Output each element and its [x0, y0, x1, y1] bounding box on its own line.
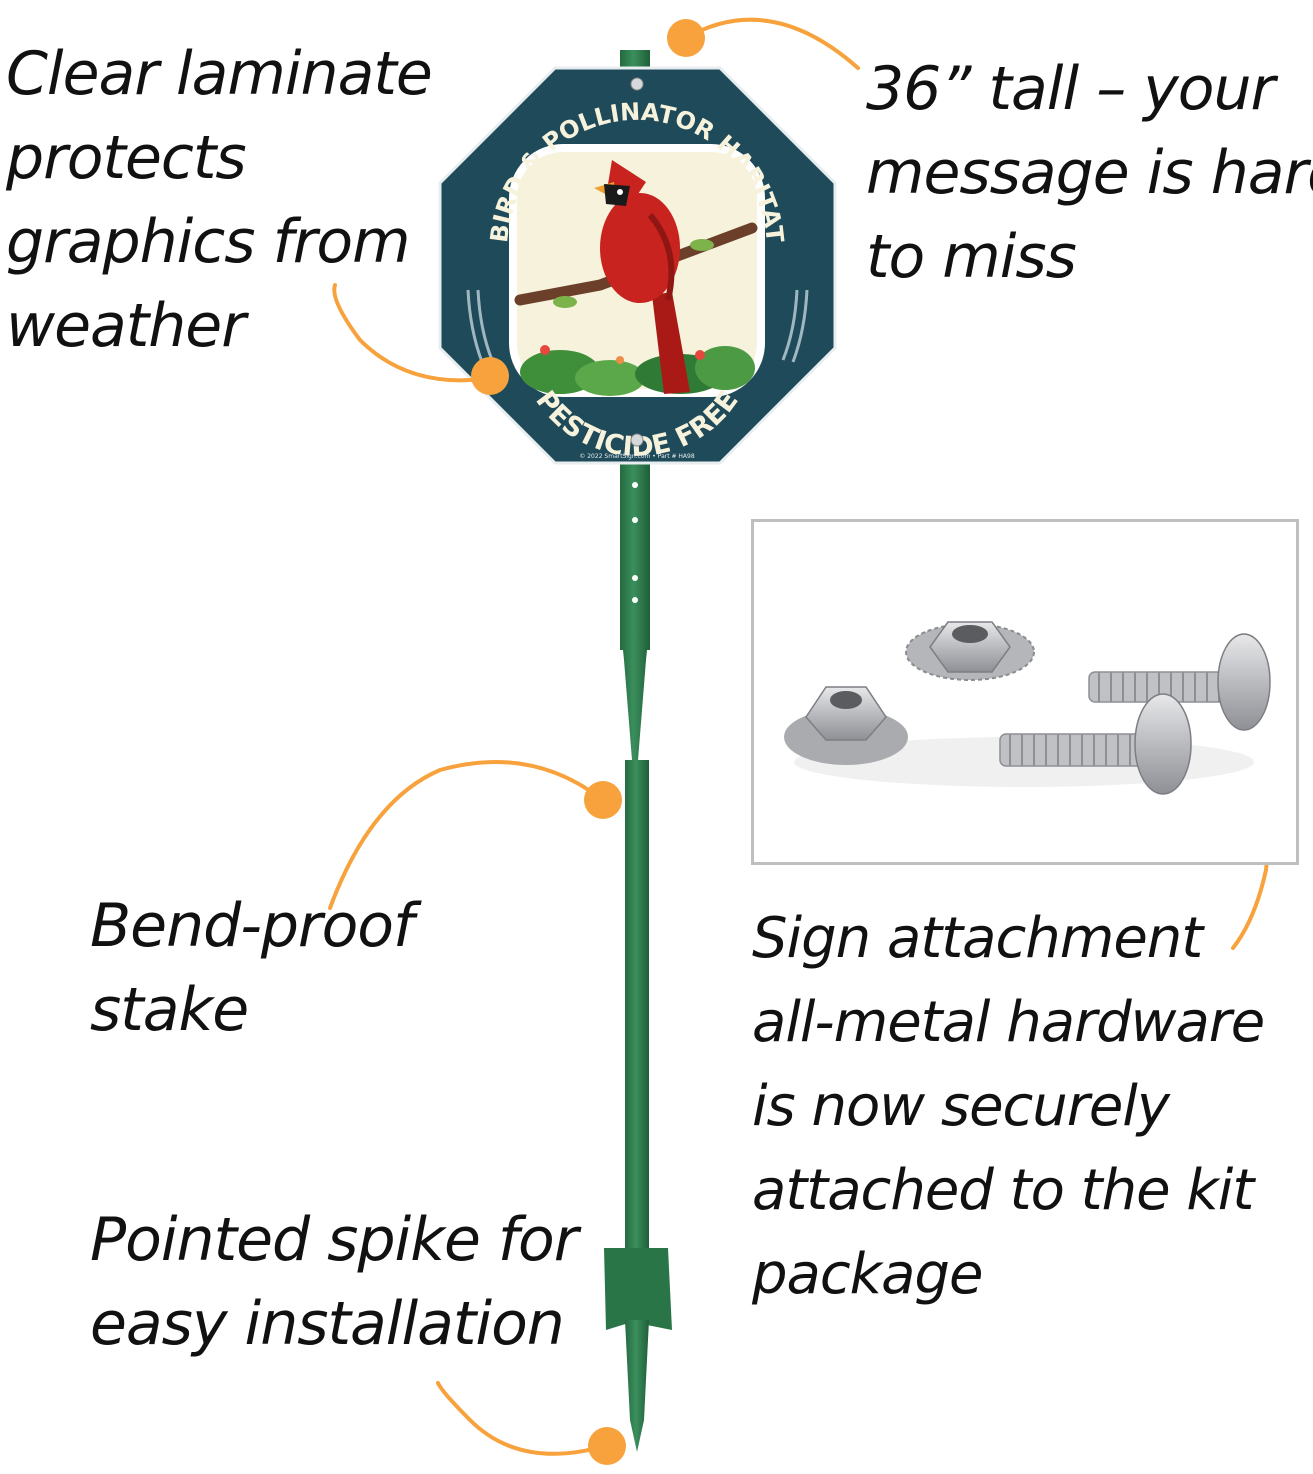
- flange-nut-icon: [905, 621, 1035, 681]
- stake-callout: Bend-proof stake: [90, 884, 414, 1052]
- callout-line: easy installation: [90, 1289, 565, 1359]
- bolt-icon: [999, 693, 1192, 795]
- callout-line: weather: [6, 291, 246, 361]
- callout-line: to miss: [866, 222, 1077, 292]
- callout-line: Clear laminate: [6, 39, 433, 109]
- height-callout: 36” tall – your message is hard to miss: [866, 47, 1313, 299]
- callout-line: all-metal hardware: [752, 990, 1265, 1055]
- sign-footer: © 2022 SmartSign.com • Part # HA98: [579, 453, 695, 460]
- orange-dot-icon: [667, 19, 705, 57]
- callout-line: 36” tall – your: [866, 54, 1275, 124]
- orange-dot-icon: [584, 781, 622, 819]
- callout-line: Bend-proof: [90, 891, 414, 961]
- callout-line: Sign attachment: [752, 906, 1203, 971]
- spike-callout: Pointed spike for easy installation: [90, 1198, 578, 1366]
- callout-line: is now securely: [752, 1074, 1170, 1139]
- sign: BIRD & POLLINATOR HABITAT PESTICIDE FREE…: [438, 66, 837, 465]
- hardware-callout: Sign attachment all-metal hardware is no…: [752, 897, 1265, 1317]
- bolt-icon: [1088, 633, 1271, 731]
- cardinal-bird-icon: [594, 160, 690, 394]
- flange-nut-icon: [784, 686, 908, 765]
- laminate-callout: Clear laminate protects graphics from we…: [6, 32, 433, 368]
- screw-icon: [630, 77, 644, 91]
- callout-line: Pointed spike for: [90, 1205, 578, 1275]
- callout-line: stake: [90, 975, 249, 1045]
- callout-line: graphics from: [6, 207, 411, 277]
- callout-line: package: [752, 1242, 983, 1307]
- orange-dot-icon: [471, 357, 509, 395]
- callout-line: message is hard: [866, 138, 1313, 208]
- hardware-inset: [751, 519, 1299, 865]
- orange-dot-icon: [588, 1427, 626, 1465]
- callout-line: attached to the kit: [752, 1158, 1254, 1223]
- screw-icon: [630, 433, 644, 447]
- callout-line: protects: [6, 123, 247, 193]
